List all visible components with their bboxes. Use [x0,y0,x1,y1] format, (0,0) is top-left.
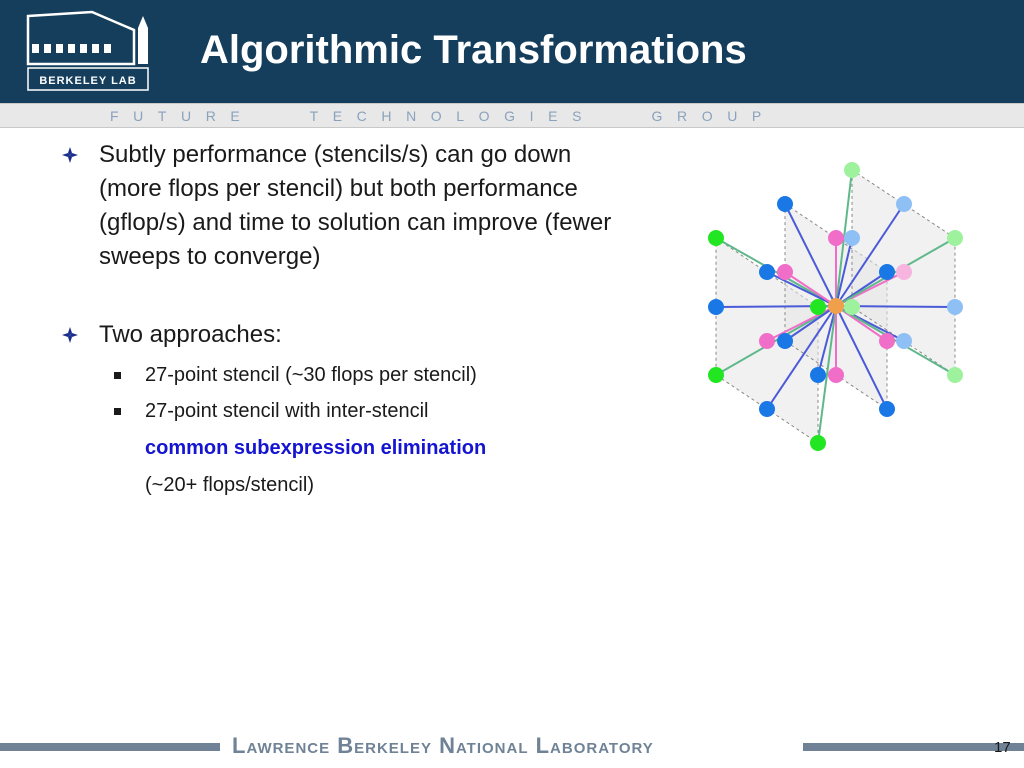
highlight-text: common subexpression elimination [145,437,487,459]
stencil-spoke [766,305,837,410]
stencil-spoke [715,237,837,307]
stencil-spoke [784,305,837,342]
tagline-bar: FUTURE TECHNOLOGIES GROUP [0,103,1024,128]
stencil-node [844,162,860,178]
stencil-spoke [835,203,905,307]
stencil-node [947,367,963,383]
footer-rule-right [803,743,1024,751]
stencil-spoke [784,271,837,307]
stencil-node [759,333,775,349]
footer-lab-name: Lawrence Berkeley National Laboratory [232,733,654,758]
stencil-spoke [766,305,837,342]
bullet-item: Subtly performance (stencils/s) can go d… [62,138,622,278]
stencil-node [879,264,895,280]
stencil-node [708,299,724,315]
stencil-center-node [828,298,844,314]
diamond-bullet-icon [62,327,78,343]
sub-bullet-text: 27-point stencil (~30 flops per stencil) [145,364,477,386]
sub-bullet-text: 27-point stencil with inter-stencil [145,400,429,422]
stencil-spoke [835,237,853,307]
bullet-text: Two approaches: [99,321,282,348]
logo-text: BERKELEY LAB [39,75,136,87]
diamond-bullet-icon [62,147,78,163]
stencil-spoke [835,305,956,376]
stencil-spoke [784,203,837,307]
stencil-node [810,299,826,315]
slide-header: BERKELEY LAB Algorithmic Transformations [0,0,1024,103]
stencil-node [810,367,826,383]
stencil-spoke [817,305,837,376]
stencil-node [947,230,963,246]
stencil-spoke [817,305,837,444]
stencil-node [759,401,775,417]
stencil-node [777,264,793,280]
sub-bullet-continuation: (~20+ flops/stencil) [145,474,314,496]
stencil-node [947,299,963,315]
stencil-node [828,367,844,383]
stencil-node [896,333,912,349]
stencil-node [810,435,826,451]
page-number: 17 [994,739,1011,756]
stencil-spoke [835,305,888,410]
page-title: Algorithmic Transformations [200,28,747,72]
stencil-node [896,196,912,212]
stencil-diagram [708,162,963,451]
stencil-node [708,367,724,383]
stencil-node [828,230,844,246]
square-bullet-icon [114,372,121,379]
bullet-item: Two approaches: [62,318,622,352]
stencil-node [708,230,724,246]
stencil-spoke [835,237,956,307]
square-bullet-icon [114,408,121,415]
footer-rule-left [0,743,220,751]
stencil-node [844,230,860,246]
bullet-text: Subtly performance (stencils/s) can go d… [99,141,612,270]
stencil-spoke [766,271,837,307]
group-tagline: FUTURE TECHNOLOGIES GROUP [110,108,776,124]
stencil-node [844,299,860,315]
stencil-node [777,333,793,349]
stencil-node [896,264,912,280]
stencil-spoke [715,305,837,376]
berkeley-lab-logo: BERKELEY LAB [26,10,149,91]
stencil-node [777,196,793,212]
stencil-node [879,333,895,349]
stencil-node [879,401,895,417]
stencil-node [759,264,775,280]
